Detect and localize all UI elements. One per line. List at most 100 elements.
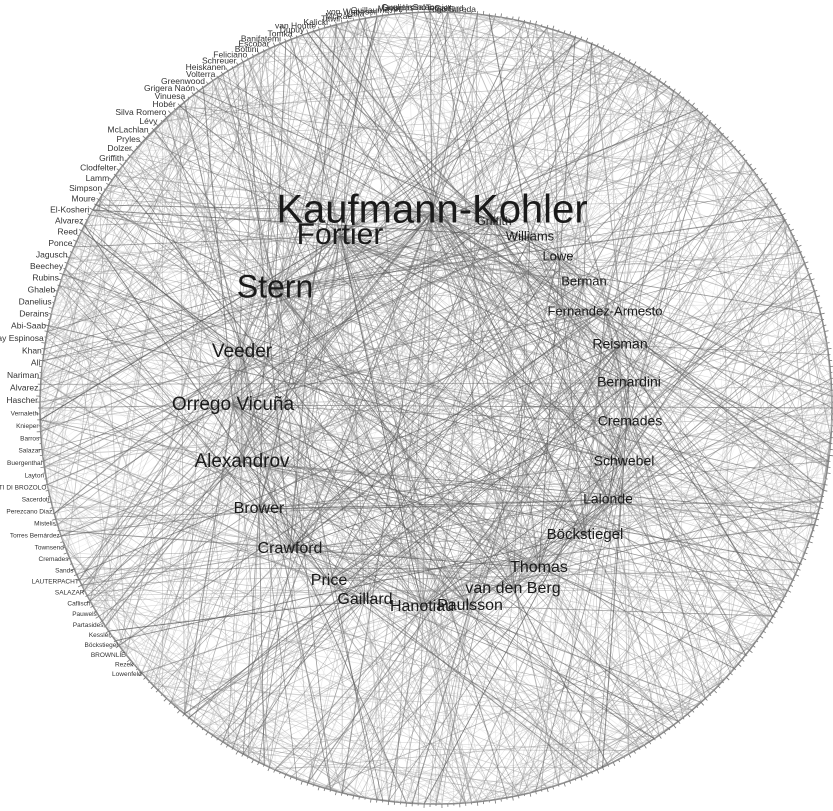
rim-node	[347, 793, 349, 797]
edge	[179, 105, 466, 804]
rim-node	[40, 466, 45, 468]
edge	[203, 727, 530, 794]
rim-node	[808, 541, 813, 544]
rim-node	[541, 789, 543, 792]
edge	[153, 129, 621, 346]
rim-node	[115, 645, 120, 649]
edge	[421, 11, 437, 608]
node-label-lalonde: Lalonde	[583, 491, 633, 507]
edge	[55, 518, 608, 766]
rim-node	[164, 115, 167, 118]
rim-node-label: Dolzer	[107, 143, 132, 153]
edge	[108, 70, 228, 186]
rim-node	[306, 782, 309, 786]
rim-node-label: Gaillard	[434, 3, 464, 13]
edge	[324, 344, 621, 789]
node-label-stern: Stern	[237, 268, 313, 304]
edge	[289, 548, 540, 569]
rim-node-label: Schreuer	[202, 56, 237, 66]
edge	[133, 663, 645, 746]
edge	[431, 211, 799, 570]
edge	[44, 221, 495, 350]
rim-node	[295, 35, 298, 38]
rim-node	[182, 713, 185, 717]
rim-node	[820, 501, 824, 503]
edge	[241, 39, 581, 353]
edge	[45, 472, 824, 491]
edge	[330, 25, 735, 148]
edge	[607, 121, 711, 501]
edge	[353, 20, 828, 468]
node-label-alexandrov: Alexandrov	[194, 451, 290, 472]
rim-node-label: Volterra	[186, 69, 216, 79]
edge	[733, 343, 827, 669]
rim-node	[653, 75, 656, 78]
edge	[258, 19, 360, 510]
edge	[423, 12, 631, 423]
edge	[324, 27, 831, 373]
rim-node	[787, 223, 791, 226]
rim-node	[173, 705, 176, 708]
edge	[493, 221, 833, 409]
edge	[217, 344, 621, 739]
edge	[243, 62, 514, 590]
edge	[241, 461, 820, 509]
rim-node	[591, 41, 593, 45]
edge	[394, 13, 777, 206]
rim-node-label: Ponce	[48, 238, 72, 248]
edge	[90, 588, 514, 602]
node-label-b-ckstiegel: Böckstiegel	[547, 526, 624, 543]
rim-node	[187, 96, 190, 99]
rim-node	[682, 717, 685, 720]
rim-node	[623, 57, 625, 60]
edge	[126, 654, 372, 799]
node-label-reisman: Reisman	[592, 336, 647, 352]
rim-node	[772, 197, 777, 201]
rim-node	[54, 524, 58, 526]
edge	[242, 256, 559, 755]
rim-node	[47, 501, 52, 504]
rim-node-label: Layton	[25, 472, 45, 479]
rim-node	[358, 796, 360, 800]
edge	[313, 606, 423, 785]
edge	[469, 605, 693, 711]
edge	[557, 256, 585, 283]
edge	[61, 461, 625, 537]
edge	[222, 599, 366, 743]
edge	[232, 404, 631, 423]
edge	[42, 256, 559, 362]
rim-node	[810, 278, 815, 281]
edge	[43, 236, 531, 356]
edge	[285, 774, 366, 798]
rim-node	[241, 753, 244, 757]
rim-node	[535, 791, 537, 795]
central-node-label-layer: Kaufmann-KohlerFortierSternVeederOrrego …	[172, 188, 663, 616]
edge	[202, 87, 366, 601]
edge	[247, 59, 423, 608]
edge	[96, 567, 540, 612]
edge	[115, 174, 433, 213]
rim-node-label: Kessler	[89, 632, 112, 639]
rim-node	[749, 163, 752, 167]
rim-node	[329, 24, 331, 27]
edge	[42, 448, 423, 608]
rim-node	[810, 535, 814, 538]
rim-node	[814, 524, 819, 527]
edge	[535, 461, 625, 792]
edge	[628, 382, 832, 427]
edge	[115, 534, 586, 642]
edge	[494, 588, 514, 800]
edge	[188, 382, 630, 718]
rim-node	[653, 738, 656, 741]
rim-node	[682, 96, 685, 99]
edge	[307, 344, 621, 784]
edge	[347, 21, 576, 779]
rim-node	[335, 21, 337, 25]
edge	[184, 599, 366, 715]
edge	[411, 605, 471, 804]
rim-node	[150, 685, 155, 689]
rim-node	[730, 140, 734, 144]
edge	[607, 738, 655, 766]
edge	[677, 94, 684, 718]
